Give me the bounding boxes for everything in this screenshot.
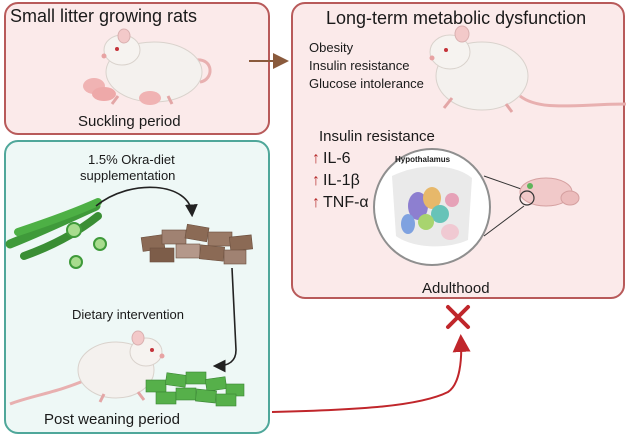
post-weaning-period-label: Post weaning period — [44, 411, 180, 428]
suckling-panel-title: Small litter growing rats — [10, 6, 198, 26]
marker-tnfa: ↑TNF-α — [312, 194, 369, 211]
up-arrow-icon: ↑ — [312, 150, 320, 167]
adulthood-panel-title: Long-term metabolic dysfunction — [326, 8, 587, 28]
weanling-rat-icon — [9, 330, 165, 406]
adult-rat-icon — [429, 25, 627, 113]
condition-obesity: Obesity — [309, 40, 354, 55]
rat-mother-pups-icon — [83, 28, 212, 105]
diet-pellets-icon — [140, 223, 254, 265]
insulin-resistance-heading: Insulin resistance — [319, 128, 435, 145]
diet-label-line1: 1.5% Okra-diet — [88, 152, 175, 167]
suckling-period-label: Suckling period — [78, 113, 181, 130]
marker-il1b: ↑IL-1β — [312, 172, 360, 189]
hypothalamus-section-icon — [373, 148, 491, 266]
okra-icon — [5, 198, 107, 269]
marker-il6: ↑IL-6 — [312, 150, 351, 167]
hypothalamus-label: Hypothalamus — [395, 155, 451, 164]
up-arrow-icon: ↑ — [312, 194, 320, 211]
up-arrow-icon: ↑ — [312, 172, 320, 189]
block-cross-icon — [446, 305, 470, 329]
supplement-arrow — [95, 186, 198, 218]
condition-glucose-intolerance: Glucose intolerance — [309, 76, 424, 91]
prevention-arrow — [271, 334, 471, 413]
zoom-line — [483, 205, 525, 237]
condition-insulin-resistance: Insulin resistance — [309, 58, 410, 73]
dietary-intervention-label: Dietary intervention — [72, 307, 184, 322]
rat-brain-icon — [519, 177, 580, 207]
adulthood-label: Adulthood — [422, 280, 490, 297]
okra-diet-pellets-icon — [145, 371, 245, 407]
zoom-line — [483, 175, 525, 191]
intervention-arrow — [212, 267, 237, 373]
diet-label-line2: supplementation — [80, 168, 176, 183]
